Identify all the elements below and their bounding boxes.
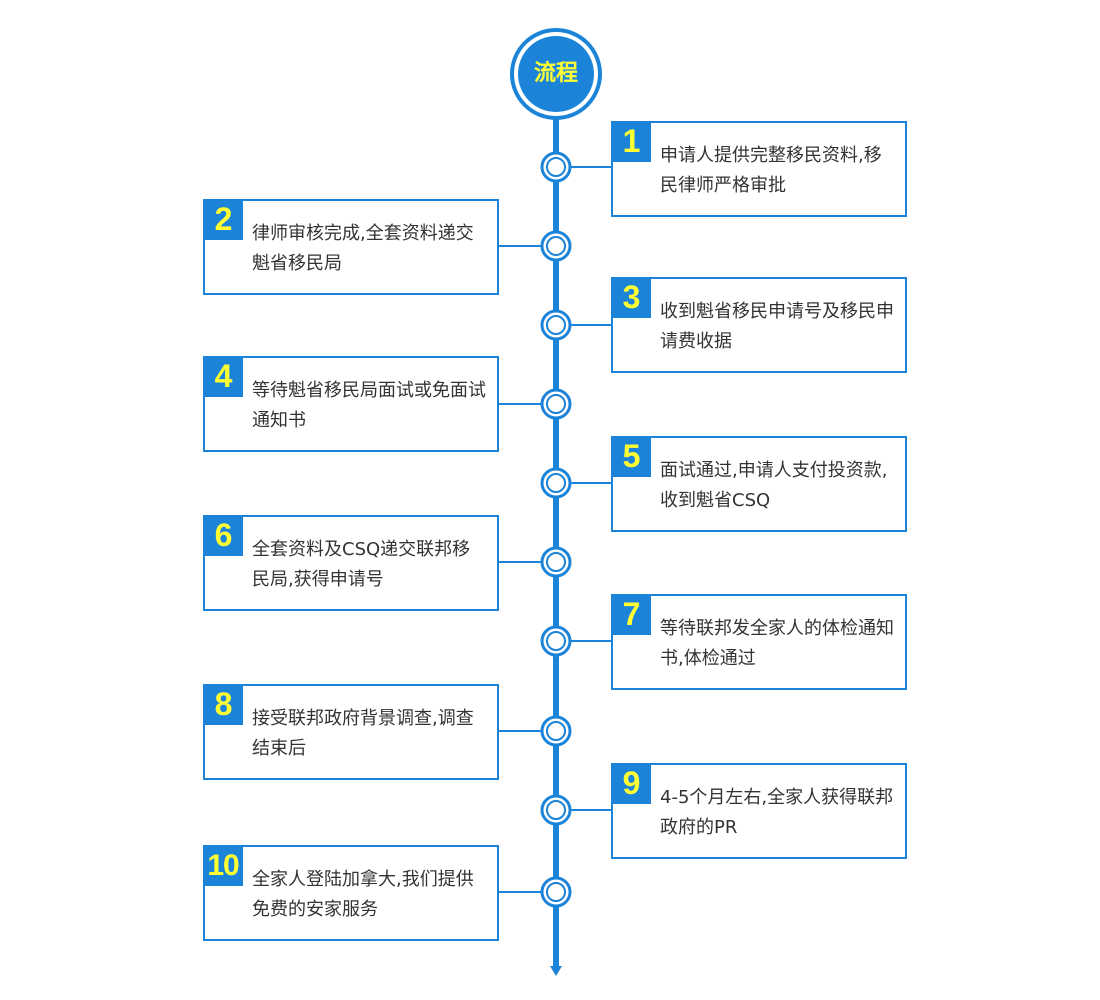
timeline-connectors: [499, 151, 611, 908]
timeline-node-inner-ring: [546, 882, 566, 902]
step-number-badge: 2: [203, 199, 243, 240]
step-description: 接受联邦政府背景调查,调查结束后: [252, 708, 474, 759]
step-description: 面试通过,申请人支付投资款,收到魁省CSQ: [660, 460, 888, 511]
timeline-node-inner-ring: [546, 631, 566, 651]
step-number-badge: 7: [611, 594, 651, 635]
step-description: 全套资料及CSQ递交联邦移民局,获得申请号: [252, 539, 471, 590]
step-description: 等待魁省移民局面试或免面试通知书: [252, 380, 486, 431]
timeline-arrow-down-icon: [550, 966, 562, 976]
timeline-node-inner-ring: [546, 236, 566, 256]
step-description: 申请人提供完整移民资料,移民律师严格审批: [660, 145, 882, 196]
step-number-badge: 8: [203, 684, 243, 725]
timeline-node-inner-ring: [546, 473, 566, 493]
step-number-badge: 10: [203, 845, 243, 886]
step-number-badge: 4: [203, 356, 243, 397]
step-number-badge: 3: [611, 277, 651, 318]
title-inner-circle: [518, 36, 594, 112]
timeline-node-inner-ring: [546, 394, 566, 414]
timeline-node-inner-ring: [546, 157, 566, 177]
step-description: 4-5个月左右,全家人获得联邦政府的PR: [660, 787, 894, 838]
flowchart-title: 流程: [533, 61, 578, 86]
step-description: 收到魁省移民申请号及移民申请费收据: [660, 301, 894, 352]
step-description: 等待联邦发全家人的体检通知书,体检通过: [660, 618, 894, 669]
step-number-badge: 5: [611, 436, 651, 477]
step-description: 律师审核完成,全套资料递交魁省移民局: [252, 223, 474, 274]
step-number-badge: 1: [611, 121, 651, 162]
step-number-badge: 9: [611, 763, 651, 804]
timeline-node-inner-ring: [546, 552, 566, 572]
step-description: 全家人登陆加拿大,我们提供免费的安家服务: [252, 869, 474, 920]
timeline-node-inner-ring: [546, 721, 566, 741]
step-number-badge: 6: [203, 515, 243, 556]
timeline-node-inner-ring: [546, 800, 566, 820]
timeline-node-inner-ring: [546, 315, 566, 335]
